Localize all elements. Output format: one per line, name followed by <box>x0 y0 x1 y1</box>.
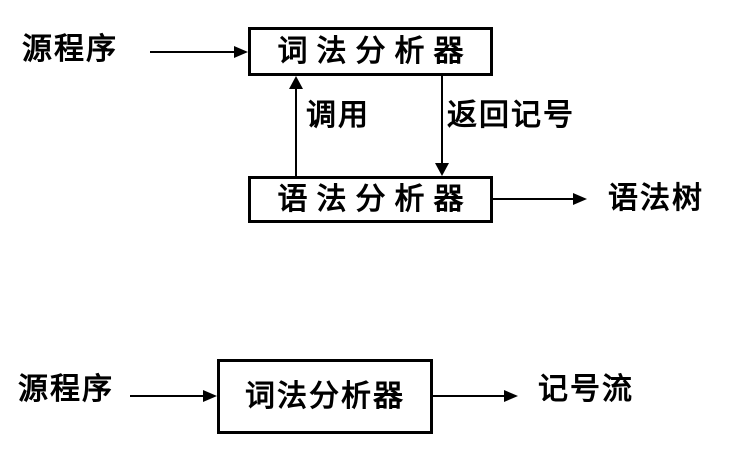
return-token-arrow-label: 返回记号 <box>447 98 575 133</box>
bottom-source-to-lexer-arrowhead-icon <box>203 390 217 402</box>
bottom-source-to-lexer-arrow-line <box>130 395 204 397</box>
top-parser-box-label: 语法分析器 <box>277 181 473 217</box>
lexer-to-stream-arrowhead-icon <box>504 390 518 402</box>
token-stream-label: 记号流 <box>538 372 634 407</box>
call-arrow-line <box>295 87 297 176</box>
bottom-lexer-box-label: 词法分析器 <box>245 378 405 414</box>
top-source-to-lexer-arrow-line <box>150 51 235 53</box>
top-lexer-box: 词法分析器 <box>248 27 493 76</box>
top-parser-box: 语法分析器 <box>248 176 493 223</box>
call-arrowhead-icon <box>289 76 303 89</box>
top-lexer-box-label: 词法分析器 <box>277 33 473 69</box>
top-source-program-label: 源程序 <box>22 32 118 67</box>
call-arrow-label: 调用 <box>306 98 370 133</box>
parser-to-tree-arrow-line <box>493 198 574 200</box>
parser-to-tree-arrowhead-icon <box>573 193 587 205</box>
return-token-arrowhead-icon <box>435 163 449 176</box>
bottom-source-program-label: 源程序 <box>18 372 114 407</box>
top-source-to-lexer-arrowhead-icon <box>234 46 248 58</box>
lexer-to-stream-arrow-line <box>433 395 505 397</box>
bottom-lexer-box: 词法分析器 <box>217 359 433 434</box>
return-token-arrow-line <box>441 76 443 164</box>
syntax-tree-label: 语法树 <box>608 181 704 216</box>
